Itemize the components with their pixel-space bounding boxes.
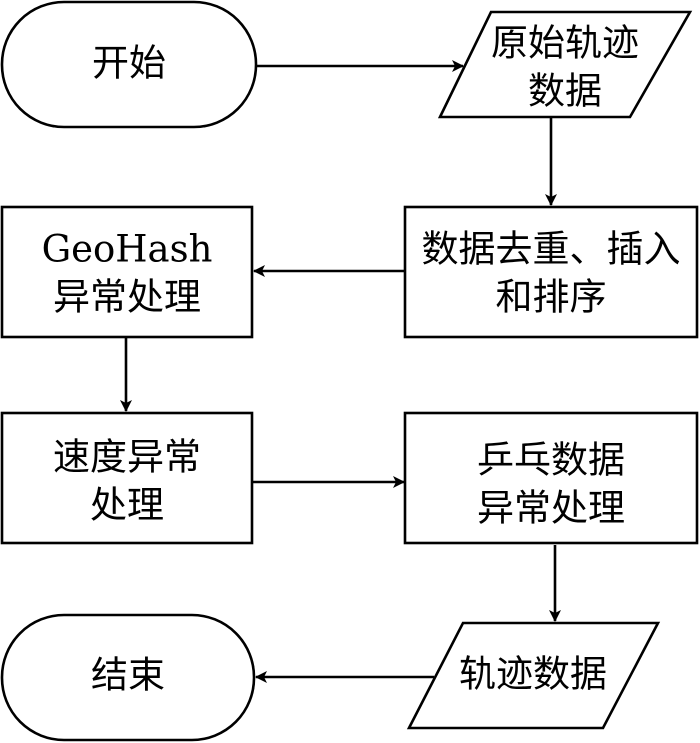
node-raw-data-line2: 数据 — [528, 70, 602, 113]
node-pingpong-line2: 异常处理 — [477, 487, 625, 530]
node-speed-line2: 处理 — [90, 484, 164, 527]
node-dedup-line1: 数据去重、插入 — [422, 228, 681, 271]
node-dedup: 数据去重、插入 和排序 — [403, 205, 699, 339]
node-speed-line1: 速度异常 — [53, 436, 201, 479]
node-start-label: 开始 — [92, 42, 166, 85]
process-shape — [403, 205, 699, 339]
node-traj-data-label: 轨迹数据 — [459, 653, 607, 696]
node-end-label: 结束 — [91, 654, 165, 697]
data-shape — [437, 10, 693, 119]
data-shape — [406, 621, 661, 730]
node-raw-data: 原始轨迹 数据 — [437, 10, 693, 119]
node-raw-data-line1: 原始轨迹 — [491, 22, 639, 65]
terminator-shape — [0, 613, 256, 742]
node-traj-data: 轨迹数据 — [406, 621, 661, 730]
node-speed: 速度异常 处理 — [0, 411, 254, 545]
node-pingpong: 乒乓数据 异常处理 — [403, 411, 699, 545]
node-geohash-line2: 异常处理 — [53, 276, 201, 319]
node-pingpong-line1: 乒乓数据 — [477, 439, 625, 482]
node-geohash-line1: GeoHash — [42, 228, 213, 271]
node-dedup-line2: 和排序 — [496, 276, 607, 319]
edges — [120, 60, 561, 683]
terminator-shape — [0, 0, 258, 129]
process-shape — [403, 411, 699, 545]
process-shape — [0, 205, 254, 339]
node-end: 结束 — [0, 613, 256, 742]
node-geohash: GeoHash 异常处理 — [0, 205, 254, 339]
node-start: 开始 — [0, 0, 258, 129]
process-shape — [0, 411, 254, 545]
